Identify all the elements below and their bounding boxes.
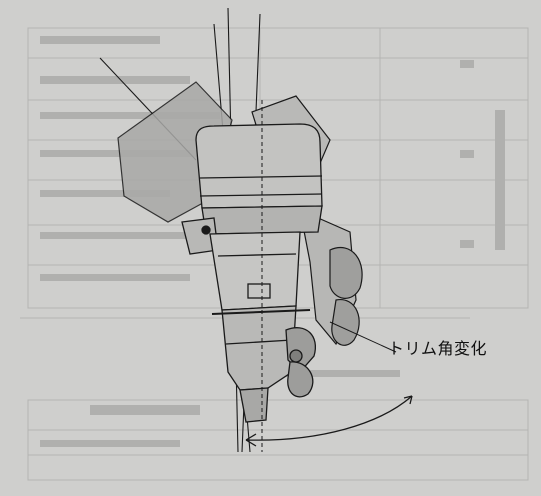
outboard-motor	[181, 123, 323, 423]
leader-line	[329, 321, 397, 353]
trim-angle-arrow	[245, 395, 413, 447]
trim-angle-change-label: トリム角変化	[388, 339, 488, 358]
